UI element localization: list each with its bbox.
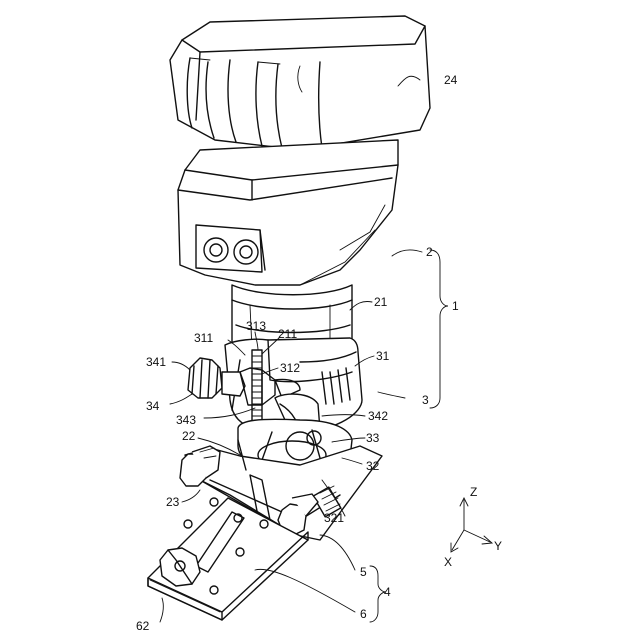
axis-y-label: Y [494, 539, 502, 553]
label-211: 211 [278, 327, 297, 341]
label-21: 21 [374, 295, 388, 309]
label-6: 6 [360, 607, 367, 621]
label-311: 311 [194, 331, 213, 345]
label-32: 32 [366, 459, 380, 473]
label-4: 4 [384, 585, 391, 599]
axis-z-label: Z [470, 485, 477, 499]
label-34: 34 [146, 399, 160, 413]
label-341: 341 [146, 355, 166, 369]
axis-x-label: X [444, 555, 452, 569]
label-22: 22 [182, 429, 196, 443]
axis-indicator: Z Y X [444, 485, 502, 569]
label-321: 321 [324, 511, 344, 525]
label-5: 5 [360, 565, 367, 579]
label-33: 33 [366, 431, 380, 445]
label-342: 342 [368, 409, 388, 423]
label-343: 343 [176, 413, 196, 427]
battery-pack [170, 16, 430, 150]
label-23: 23 [166, 495, 180, 509]
label-24: 24 [444, 73, 458, 87]
label-31: 31 [376, 349, 390, 363]
label-62: 62 [136, 619, 150, 633]
label-3: 3 [422, 393, 429, 407]
label-1: 1 [452, 299, 459, 313]
label-313: 313 [246, 319, 266, 333]
motor-housing [178, 140, 398, 285]
label-312: 312 [280, 361, 300, 375]
label-2: 2 [426, 245, 433, 259]
